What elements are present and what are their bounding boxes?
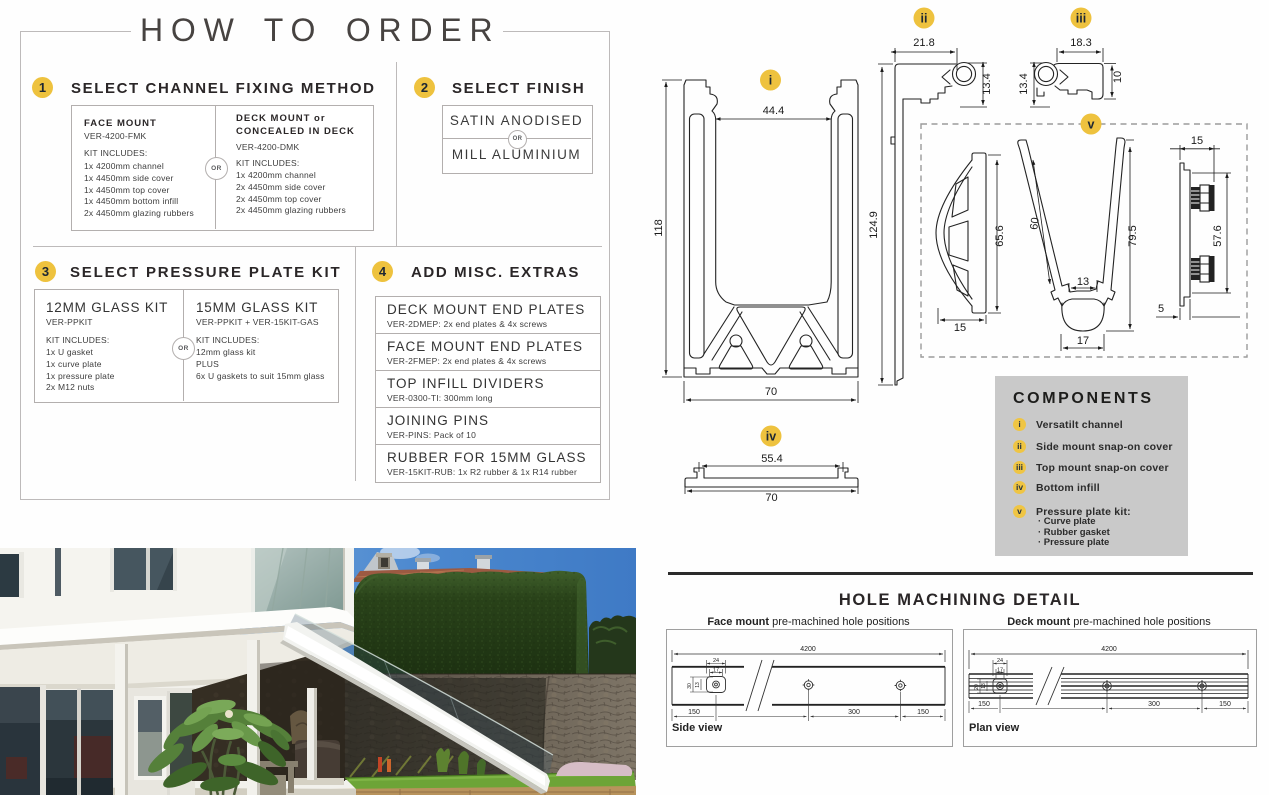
- svg-text:21.8: 21.8: [913, 37, 934, 49]
- svg-text:Side view: Side view: [672, 722, 723, 734]
- svg-text:17: 17: [1077, 335, 1089, 347]
- svg-text:4200: 4200: [800, 646, 816, 653]
- svg-text:44.4: 44.4: [763, 105, 784, 117]
- svg-text:18.3: 18.3: [1070, 37, 1091, 49]
- svg-text:iv: iv: [766, 430, 776, 444]
- svg-text:150: 150: [1219, 701, 1231, 708]
- svg-text:70: 70: [765, 386, 777, 398]
- svg-text:13: 13: [981, 683, 987, 689]
- svg-text:30: 30: [687, 683, 693, 689]
- svg-text:24: 24: [997, 658, 1003, 664]
- svg-text:5: 5: [1158, 303, 1164, 315]
- svg-text:118: 118: [653, 219, 665, 237]
- svg-text:13: 13: [695, 682, 701, 688]
- svg-text:70: 70: [765, 492, 777, 504]
- svg-text:60: 60: [1028, 217, 1042, 231]
- svg-text:13: 13: [1077, 276, 1089, 288]
- svg-text:65.6: 65.6: [994, 225, 1006, 246]
- svg-text:i: i: [769, 74, 772, 88]
- svg-text:300: 300: [1148, 701, 1160, 708]
- svg-text:15: 15: [954, 322, 966, 334]
- svg-text:79.5: 79.5: [1127, 225, 1139, 246]
- svg-text:15: 15: [1191, 135, 1203, 147]
- svg-text:13.4: 13.4: [981, 73, 993, 94]
- svg-text:150: 150: [688, 709, 700, 716]
- svg-text:13.4: 13.4: [1018, 73, 1030, 94]
- svg-text:Plan view: Plan view: [969, 722, 1020, 734]
- svg-text:v: v: [1088, 118, 1095, 132]
- svg-text:ii: ii: [921, 12, 928, 26]
- svg-text:150: 150: [978, 701, 990, 708]
- svg-text:150: 150: [917, 709, 929, 716]
- svg-text:10: 10: [1112, 71, 1124, 83]
- svg-text:iii: iii: [1076, 12, 1086, 26]
- svg-text:300: 300: [848, 709, 860, 716]
- svg-text:24: 24: [713, 658, 719, 664]
- svg-text:17: 17: [997, 668, 1003, 674]
- svg-text:17: 17: [713, 668, 719, 674]
- svg-text:55.4: 55.4: [761, 453, 782, 465]
- svg-text:124.9: 124.9: [868, 211, 880, 239]
- svg-text:20: 20: [974, 684, 980, 690]
- svg-text:4200: 4200: [1101, 646, 1117, 653]
- svg-text:57.6: 57.6: [1212, 225, 1224, 246]
